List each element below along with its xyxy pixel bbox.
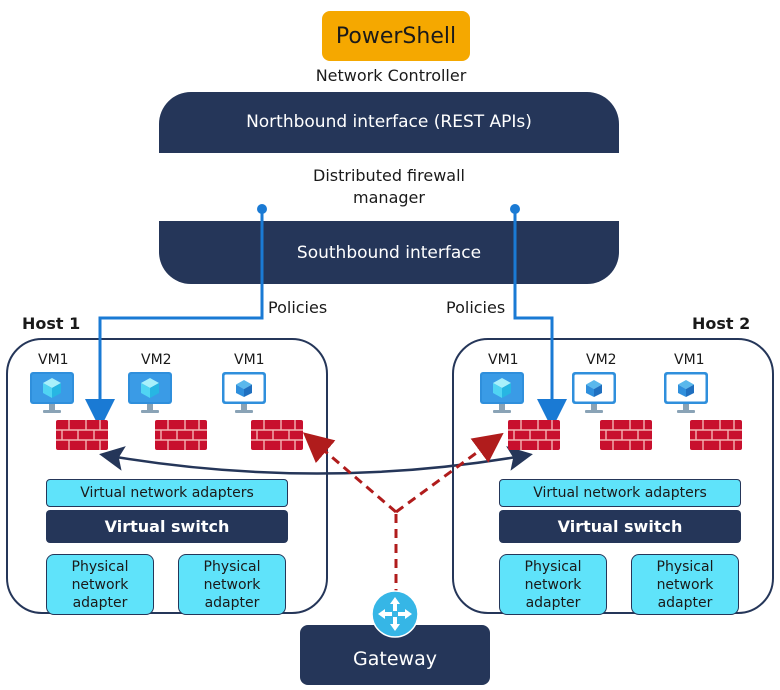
pna-line3: adapter	[72, 594, 128, 611]
host1-vm2-icon	[128, 372, 172, 413]
distributed-firewall-manager: Distributed firewall manager	[159, 153, 619, 221]
powershell-badge: PowerShell	[322, 11, 470, 61]
host2-firewall-3-icon	[689, 419, 743, 451]
host2-vm1-icon	[480, 372, 524, 413]
network-controller-box: Northbound interface (REST APIs) Distrib…	[159, 92, 619, 284]
host2-physical-adapter-1: Physical network adapter	[499, 554, 607, 615]
network-controller-label: Network Controller	[315, 65, 467, 85]
host1-virtual-network-adapters: Virtual network adapters	[46, 479, 288, 507]
pna-line3: adapter	[525, 594, 581, 611]
host2-virtual-network-adapters: Virtual network adapters	[499, 479, 741, 507]
pna-line1: Physical	[203, 558, 261, 575]
host1-firewall-1-icon	[55, 419, 109, 451]
gateway-label: Gateway	[353, 648, 437, 670]
firewall-manager-line1: Distributed firewall	[313, 166, 465, 185]
pna-line2: network	[203, 576, 261, 593]
southbound-interface: Southbound interface	[296, 243, 482, 263]
host2-vm-label-3: VM1	[674, 352, 705, 368]
host1-firewall-3-icon	[250, 419, 304, 451]
pna-line3: adapter	[657, 594, 713, 611]
pna-line1: Physical	[656, 558, 714, 575]
host1-virtual-switch: Virtual switch	[46, 510, 288, 543]
host-2-label: Host 2	[692, 314, 751, 333]
policies-label-left: Policies	[268, 298, 328, 317]
host2-vm-label-2: VM2	[586, 352, 617, 368]
pna-line2: network	[524, 576, 582, 593]
policy-connector-left	[85, 204, 267, 429]
pna-line3: adapter	[204, 594, 260, 611]
powershell-label: PowerShell	[335, 23, 457, 49]
host1-physical-adapter-2: Physical network adapter	[178, 554, 286, 615]
pna-line2: network	[71, 576, 129, 593]
host1-vm-label-1: VM1	[38, 352, 69, 368]
policies-label-right: Policies	[446, 298, 506, 317]
pna-line1: Physical	[71, 558, 129, 575]
host1-firewall-2-icon	[154, 419, 208, 451]
pna-line1: Physical	[524, 558, 582, 575]
pna-line2: network	[656, 576, 714, 593]
host2-vm3-icon	[664, 372, 708, 413]
firewall-manager-line2: manager	[353, 188, 425, 207]
host2-vm-label-1: VM1	[488, 352, 519, 368]
host2-vm2-icon	[572, 372, 616, 413]
host2-virtual-switch: Virtual switch	[499, 510, 741, 543]
host1-vm3-icon	[222, 372, 266, 413]
host1-vm-label-2: VM2	[141, 352, 172, 368]
host1-physical-adapter-1: Physical network adapter	[46, 554, 154, 615]
gateway-box: Gateway	[300, 625, 490, 685]
host-1-label: Host 1	[22, 314, 81, 333]
northbound-interface: Northbound interface (REST APIs)	[246, 112, 532, 132]
host1-vm-label-3: VM1	[234, 352, 265, 368]
host1-vm1-icon	[30, 372, 74, 413]
host-firewall-link	[99, 446, 533, 475]
host2-physical-adapter-2: Physical network adapter	[631, 554, 739, 615]
host2-firewall-2-icon	[599, 419, 653, 451]
host2-firewall-1-icon	[507, 419, 561, 451]
gateway-traffic-paths	[302, 432, 504, 598]
policy-connector-right	[510, 204, 567, 429]
router-icon	[371, 590, 419, 638]
